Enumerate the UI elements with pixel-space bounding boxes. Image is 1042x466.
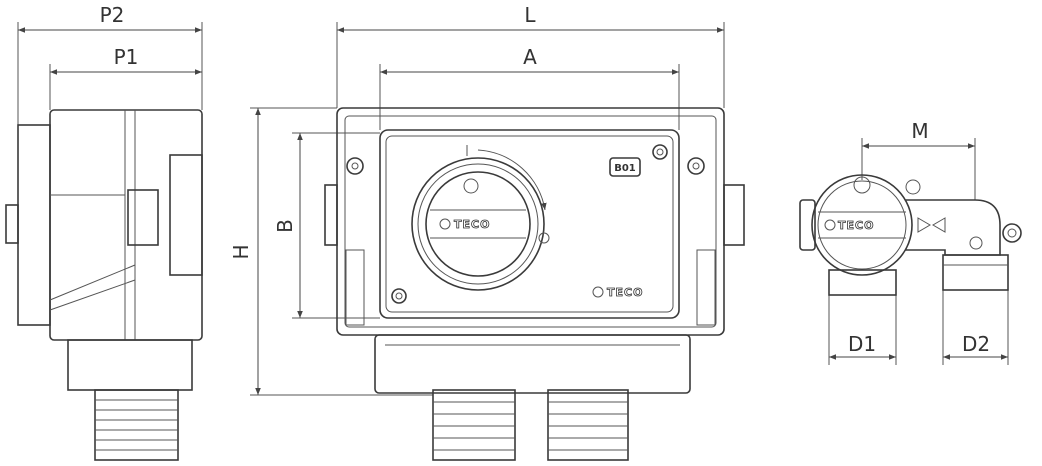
thread-lines	[95, 399, 178, 451]
dimension-label-h: H	[229, 244, 253, 259]
gland-threads	[433, 401, 628, 451]
front-view: TECO B01 TECO	[324, 107, 745, 461]
dimension-label-m: M	[911, 119, 928, 143]
side-view-left	[5, 109, 203, 461]
dimension-label-p1: P1	[114, 45, 139, 69]
dimension-label-d1: D1	[848, 332, 876, 356]
dimension-d2: D2	[942, 290, 1009, 365]
dimension-d1: D1	[828, 290, 897, 365]
dimension-label-l: L	[524, 3, 536, 27]
badge-b01: B01	[614, 163, 636, 174]
dimension-l: L	[336, 3, 725, 108]
dimension-label-a: A	[523, 45, 537, 69]
dimension-h: H	[229, 107, 433, 396]
dial: TECO	[411, 157, 545, 291]
dimension-label-d2: D2	[962, 332, 990, 356]
dimension-b: B	[273, 132, 380, 319]
dimension-a: A	[379, 45, 680, 130]
dimension-label-b: B	[273, 219, 297, 233]
corner-brand-logo: TECO	[607, 286, 643, 299]
dial-brand-logo: TECO	[454, 218, 490, 231]
dimension-m: M	[861, 119, 976, 200]
dimension-p2: P2	[17, 3, 203, 125]
dimension-label-p2: P2	[100, 3, 125, 27]
dimension-p1: P1	[49, 45, 202, 110]
side-view-right: TECO	[799, 174, 1022, 296]
side-brand-logo: TECO	[838, 219, 874, 232]
